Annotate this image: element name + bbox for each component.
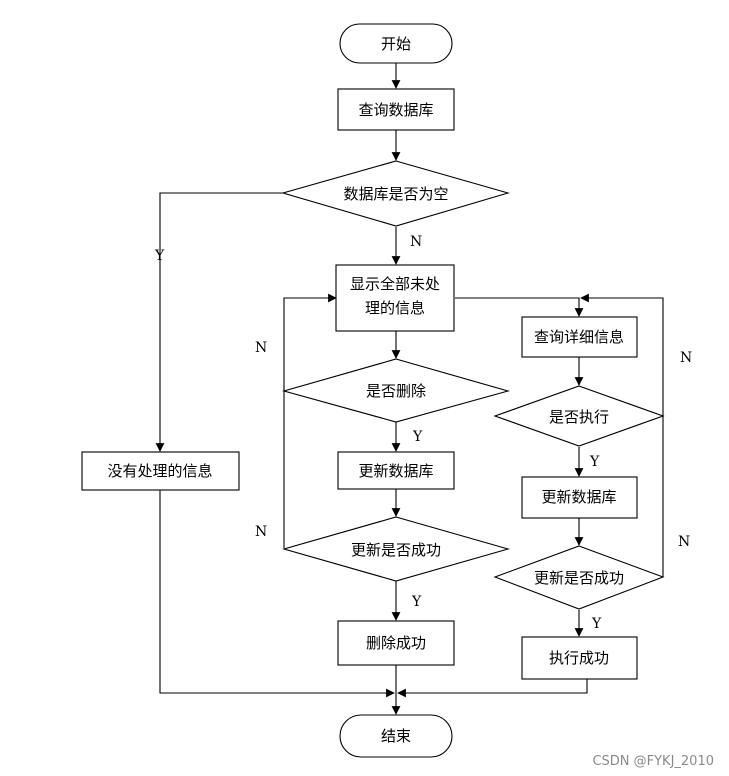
node-update-db-right: 更新数据库: [521, 476, 638, 519]
node-show-pending: 显示全部未处 理的信息: [335, 264, 455, 332]
decision-db-empty: 数据库是否为空: [281, 160, 510, 227]
execute-success-label: 执行成功: [549, 649, 609, 667]
decision-update-ok-right: 更新是否成功: [493, 545, 665, 610]
connectors: [155, 63, 664, 715]
arrow-delete-no-loop: [283, 293, 337, 391]
is-execute-label: 是否执行: [549, 408, 609, 426]
label-yes-db-empty: Y: [154, 248, 165, 264]
decision-is-delete: 是否删除: [281, 358, 511, 423]
arrow-update-fail-loop-right: [580, 293, 664, 577]
node-no-pending: 没有处理的信息: [81, 451, 240, 491]
branch-labels: N Y N Y N Y N Y N Y: [154, 234, 692, 632]
node-query-database: 查询数据库: [337, 88, 455, 131]
label-no-execute: N: [680, 350, 692, 366]
label-no-db-empty: N: [410, 234, 422, 250]
update-ok-left-label: 更新是否成功: [351, 541, 441, 559]
query-detail-label: 查询详细信息: [534, 328, 624, 346]
label-yes-delete: Y: [412, 429, 423, 445]
arrow-show-to-detail: [455, 297, 584, 317]
show-pending-label-line1: 显示全部未处: [350, 275, 440, 293]
is-delete-label: 是否删除: [366, 382, 426, 400]
query-database-label: 查询数据库: [358, 101, 433, 119]
no-pending-label: 没有处理的信息: [107, 462, 212, 480]
arrow-execute-ok-to-end: [397, 679, 588, 698]
node-execute-success: 执行成功: [521, 636, 638, 680]
update-ok-right-label: 更新是否成功: [534, 569, 624, 587]
label-yes-execute: Y: [589, 454, 600, 470]
label-yes-update-left: Y: [411, 594, 422, 610]
watermark: CSDN @FYKJ_2010: [592, 754, 714, 769]
label-no-update-left: N: [255, 524, 267, 540]
node-delete-success: 删除成功: [337, 620, 455, 666]
delete-success-label: 删除成功: [366, 634, 426, 652]
decision-is-execute: 是否执行: [493, 385, 665, 447]
decision-update-ok-left: 更新是否成功: [281, 516, 511, 582]
start-label: 开始: [381, 35, 411, 53]
update-db-right-label: 更新数据库: [541, 488, 616, 506]
arrow-empty-yes-to-no-pending: [155, 192, 283, 452]
node-update-db-left: 更新数据库: [337, 451, 455, 490]
end-label: 结束: [381, 727, 411, 745]
db-empty-label: 数据库是否为空: [343, 185, 448, 203]
arrow-no-pending-to-end: [159, 490, 395, 698]
update-db-left-label: 更新数据库: [358, 462, 433, 480]
node-start: 开始: [339, 23, 453, 64]
label-yes-update-right: Y: [591, 616, 602, 632]
show-pending-label-line2: 理的信息: [365, 299, 425, 317]
node-query-detail: 查询详细信息: [521, 316, 638, 358]
node-end: 结束: [339, 714, 453, 758]
label-no-update-right: N: [678, 534, 690, 550]
label-no-delete: N: [255, 340, 267, 356]
